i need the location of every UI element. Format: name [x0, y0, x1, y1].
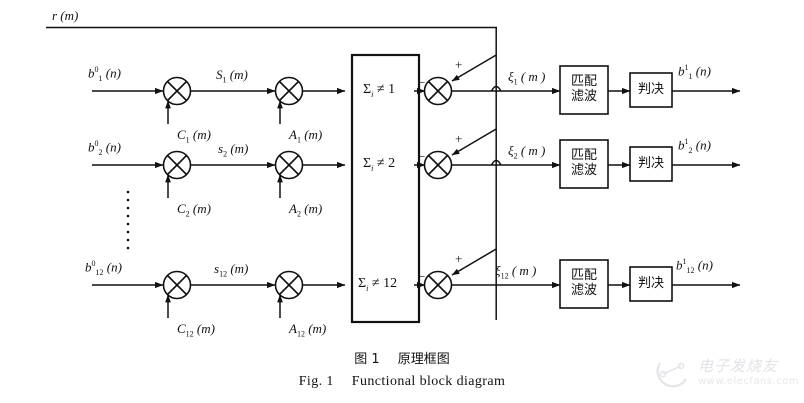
- branch-2-signal-path: [92, 128, 741, 198]
- branch-2-amplitude-label: A2 (m): [289, 201, 323, 219]
- branch-12-output-label: b112 (n): [676, 257, 713, 275]
- branch-2-xi-label: ξ2 ( m ): [508, 143, 546, 161]
- branch-1-input-label: b01 (n): [88, 65, 121, 83]
- branch-12-multiplier-amplitude: [274, 270, 304, 300]
- branch-1-output-label: b11 (n): [678, 63, 711, 81]
- branch-2-minus-sign: −: [418, 149, 426, 164]
- branch-2-input-label: b02 (n): [88, 139, 121, 157]
- figure-caption-cn-title: 原理框图: [397, 352, 450, 367]
- branch-12-matched-filter-label: 匹配滤波: [570, 268, 597, 298]
- branch-1-amplitude-label: A1 (m): [289, 127, 323, 145]
- figure-caption-en: Fig. 1 Functional block diagram: [0, 374, 804, 391]
- branch-12-decision-box: [629, 266, 673, 302]
- central-block-row-2-label: Σi ≠ 2: [363, 156, 396, 173]
- branch-12-decision-label: 判决: [637, 276, 664, 291]
- central-block-row-1-label: Σi ≠ 1: [363, 82, 396, 99]
- r-input-label: r (m): [52, 8, 79, 23]
- branch-12-minus-sign: −: [418, 269, 426, 284]
- figure-caption-cn-prefix: 图 1: [354, 352, 380, 367]
- branch-2-wire-hop: [490, 159, 502, 166]
- branch-12-amplitude-label: A12 (m): [289, 321, 327, 339]
- branch-1-wire-hop: [490, 85, 502, 92]
- branch-12-multiplier-spread: [162, 270, 192, 300]
- figure-caption-en-prefix: Fig. 1: [298, 374, 334, 389]
- branch-2-spread-label: s2 (m): [218, 141, 249, 159]
- branch-12-summing-junction: [423, 270, 453, 300]
- branch-12-signal-path: [92, 248, 741, 318]
- branch-1-matched-filter-label: 匹配滤波: [570, 74, 597, 104]
- branch-1-minus-sign: −: [418, 75, 426, 90]
- branch-1-decision-label: 判决: [637, 82, 664, 97]
- branch-2-plus-sign: +: [455, 131, 463, 146]
- figure-caption-en-title: Functional block diagram: [351, 374, 506, 389]
- branch-2-multiplier-spread: [162, 150, 192, 180]
- central-interference-block: [350, 53, 421, 324]
- branch-2-carrier-label: C2 (m): [177, 201, 211, 219]
- figure-caption-cn: 图 1 原理框图: [0, 352, 804, 368]
- branch-12-xi-label: ξ12 ( m ): [495, 263, 537, 281]
- branch-2-decision-label: 判决: [637, 156, 664, 171]
- branch-1-multiplier-spread: [162, 76, 192, 106]
- branch-1-xi-label: ξ1 ( m ): [508, 69, 546, 87]
- branch-1-spread-label: S1 (m): [216, 67, 248, 85]
- central-block-row-12-label: Σi ≠ 12: [358, 276, 398, 293]
- branch-12-input-label: b012 (n): [85, 259, 122, 277]
- branch-2-decision-box: [629, 146, 673, 182]
- branches-ellipsis-dots: [126, 190, 130, 250]
- branch-12-carrier-label: C12 (m): [177, 321, 215, 339]
- r-input-bus: [46, 26, 497, 320]
- branch-12-plus-sign: +: [455, 251, 463, 266]
- branch-2-multiplier-amplitude: [274, 150, 304, 180]
- branch-1-summing-junction: [423, 76, 453, 106]
- branch-1-multiplier-amplitude: [274, 76, 304, 106]
- branch-2-output-label: b12 (n): [678, 137, 711, 155]
- branch-2-matched-filter-label: 匹配滤波: [570, 148, 597, 178]
- branch-12-spread-label: s12 (m): [214, 261, 249, 279]
- branch-1-plus-sign: +: [455, 57, 463, 72]
- branch-1-decision-box: [629, 72, 673, 108]
- branch-1-signal-path: [92, 54, 741, 124]
- branch-1-matched-filter-box: [559, 65, 609, 115]
- branch-2-summing-junction: [423, 150, 453, 180]
- branch-12-matched-filter-box: [559, 259, 609, 309]
- branch-2-matched-filter-box: [559, 139, 609, 189]
- branch-1-carrier-label: C1 (m): [177, 127, 211, 145]
